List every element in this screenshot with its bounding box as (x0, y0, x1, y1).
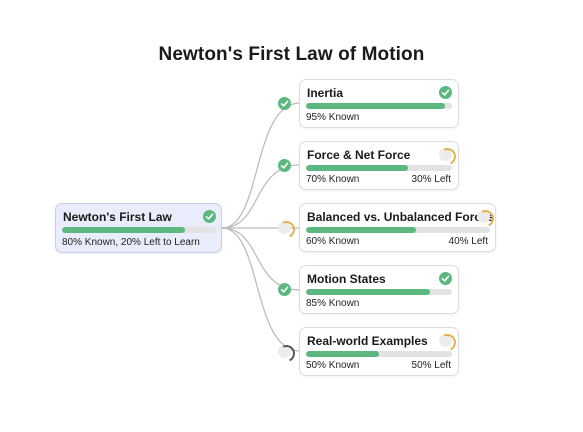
known-percent: 50% Known (306, 360, 360, 371)
connector-check-icon (278, 159, 291, 172)
progress-fill (62, 227, 186, 233)
known-percent: 60% Known (306, 236, 360, 247)
topic-progress-bar (306, 165, 452, 171)
diagram-title: Newton's First Law of Motion (158, 44, 425, 65)
topic-node-title: Inertia (307, 86, 344, 100)
check-icon (439, 86, 452, 99)
progress-fill (306, 351, 379, 357)
topic-node-title: Balanced vs. Unbalanced Forces (307, 210, 495, 224)
topic-node-real-world-examples[interactable]: Real-world Examples 50% Known 50% Left (299, 327, 459, 376)
topic-progress-bar (306, 289, 452, 295)
topic-node-force-net-force[interactable]: Force & Net Force 70% Known 30% Left (299, 141, 459, 190)
connector-line (221, 164, 301, 229)
connector-check-icon (278, 283, 291, 296)
known-percent: 85% Known (306, 298, 360, 309)
left-percent: 40% Left (448, 236, 488, 247)
left-percent: 50% Left (411, 360, 451, 371)
connector-check-icon (278, 97, 291, 110)
check-icon (439, 272, 452, 285)
progress-ring-icon (439, 148, 452, 161)
topic-node-balanced-forces[interactable]: Balanced vs. Unbalanced Forces 60% Known… (299, 203, 496, 252)
topic-progress-bar (306, 103, 452, 109)
topic-node-title: Force & Net Force (307, 148, 411, 162)
known-percent: 70% Known (306, 174, 360, 185)
topic-progress-bar (306, 227, 490, 233)
progress-ring-icon (477, 210, 490, 223)
check-icon (203, 210, 216, 223)
progress-fill (306, 289, 431, 295)
progress-fill (306, 227, 417, 233)
progress-ring-icon (439, 334, 452, 347)
root-node[interactable]: Newton's First Law 80% Known, 20% Left t… (55, 203, 222, 253)
root-progress-bar (62, 227, 216, 233)
topic-node-title: Real-world Examples (307, 334, 428, 348)
known-percent: 95% Known (306, 112, 360, 123)
left-percent: 30% Left (411, 174, 451, 185)
topic-node-motion-states[interactable]: Motion States 85% Known (299, 265, 459, 314)
topic-node-inertia[interactable]: Inertia 95% Known (299, 79, 459, 128)
connector-progress-ring-icon (278, 221, 291, 234)
topic-progress-bar (306, 351, 452, 357)
root-node-summary: 80% Known, 20% Left to Learn (62, 237, 200, 248)
root-node-title: Newton's First Law (63, 210, 172, 224)
progress-fill (306, 103, 445, 109)
connector-progress-ring-icon (278, 345, 291, 358)
progress-fill (306, 165, 409, 171)
topic-node-title: Motion States (307, 272, 386, 286)
